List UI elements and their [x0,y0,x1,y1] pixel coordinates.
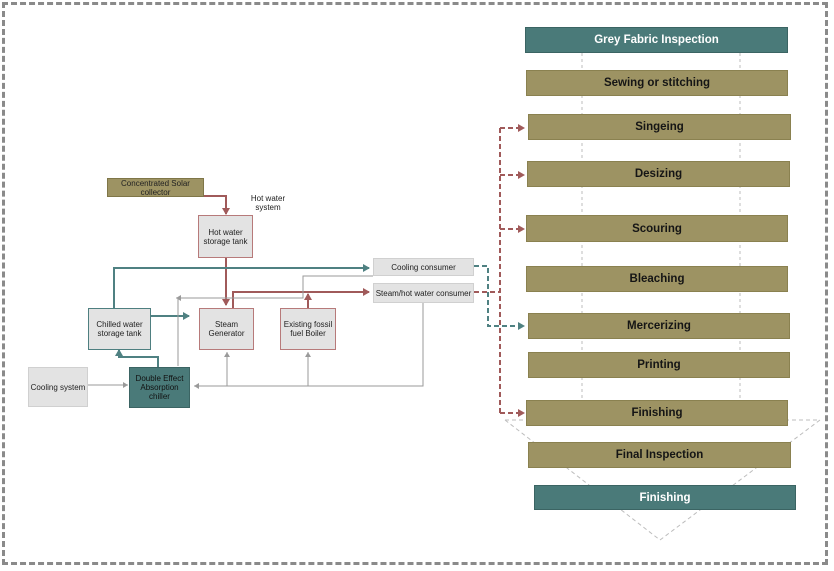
chilled-water-tank-label: Chilled water storage tank [96,320,143,338]
cooling-system-box: Cooling system [28,367,88,407]
stage-finishing: Finishing [526,400,788,426]
arrow-solar-to-tank [203,195,230,215]
steam-generator-box: Steam Generator [199,308,254,350]
absorption-chiller-label: Double Effect Absorption chiller [135,374,184,401]
chilled-water-tank-box: Chilled water storage tank [88,308,151,350]
steam-generator-label: Steam Generator [208,320,245,338]
hot-water-tank-box: Hot water storage tank [198,215,253,258]
hot-water-system-label: Hot water system [250,194,286,212]
steam-consumer-label: Steam/hot water consumer [375,288,472,298]
solar-collector-box: Concentrated Solar collector [107,178,204,197]
fossil-boiler-box: Existing fossil fuel Boiler [280,308,336,350]
cooling-distribution [474,265,525,330]
return-line-steam [194,303,424,389]
fossil-boiler-label: Existing fossil fuel Boiler [283,320,333,338]
steam-consumer-box: Steam/hot water consumer [373,283,474,303]
stage-printing: Printing [528,352,790,378]
cooling-system-label: Cooling system [30,382,86,392]
stage-sewing: Sewing or stitching [526,70,788,96]
outer-frame [2,2,828,565]
stage-scouring: Scouring [526,215,788,242]
funnel-triangle [503,419,822,541]
stage-bleaching: Bleaching [526,266,788,292]
stage-mercerizing: Mercerizing [528,313,790,339]
arrow-chiller-to-chilled-tank [115,349,159,367]
cooling-consumer-label: Cooling consumer [391,262,456,272]
solar-collector-label: Concentrated Solar collector [121,178,190,197]
stage-singeing: Singeing [528,114,791,140]
stage-grey-fabric-inspection: Grey Fabric Inspection [525,27,788,53]
arrow-chilled-to-cooling [113,264,370,308]
stage-finishing-final: Finishing [534,485,796,510]
cooling-consumer-box: Cooling consumer [373,258,474,276]
stage-desizing: Desizing [527,161,790,187]
arrow-steam-to-consumer [232,288,370,308]
stage-final-inspection: Final Inspection [528,442,791,468]
absorption-chiller-box: Double Effect Absorption chiller [129,367,190,408]
hot-water-tank-label: Hot water storage tank [203,227,248,246]
